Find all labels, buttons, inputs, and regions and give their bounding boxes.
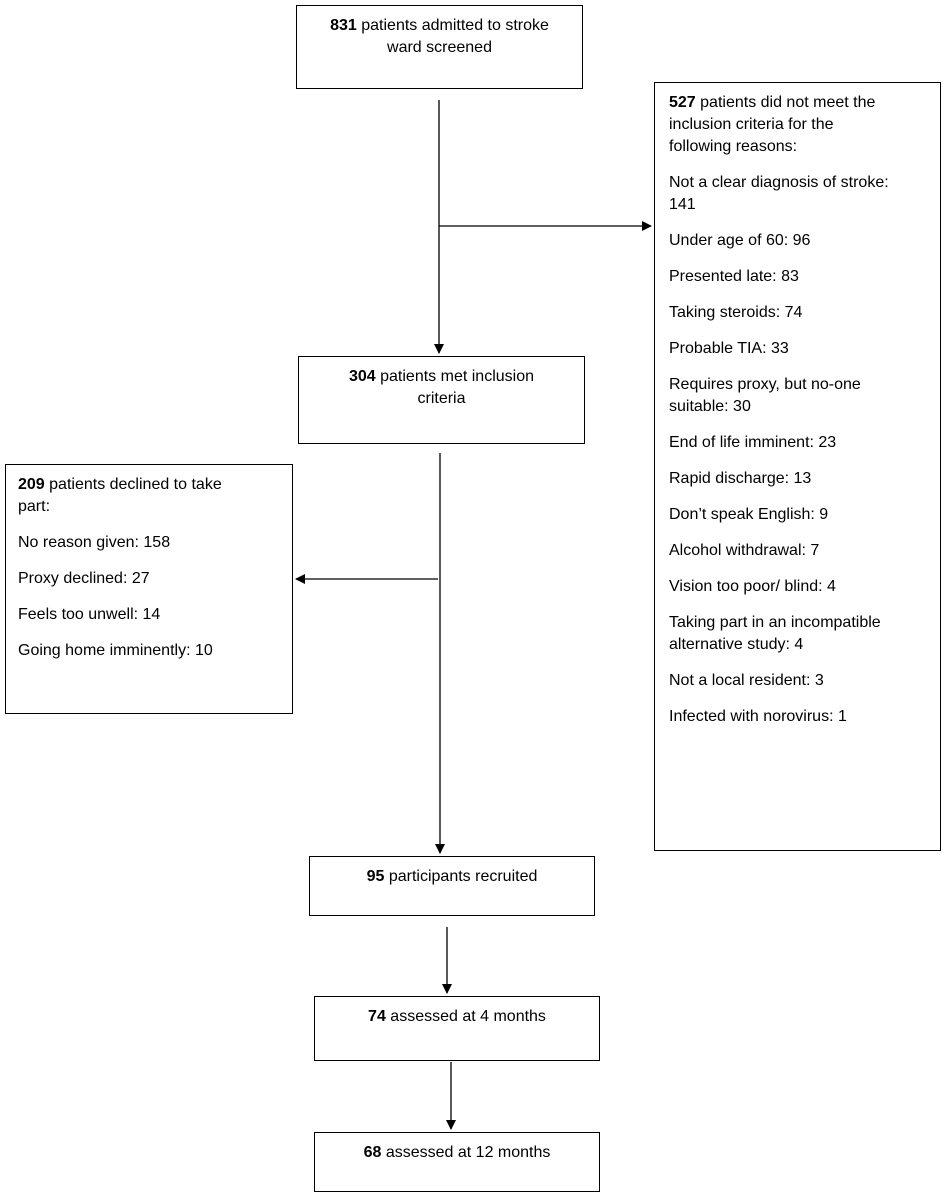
four-month-box: 74 assessed at 4 months — [314, 996, 600, 1061]
excluded-text-3: following reasons: — [669, 138, 798, 155]
twelve-month-text: assessed at 12 months — [381, 1144, 551, 1161]
excluded-reason: Alcohol withdrawal: 7 — [669, 542, 820, 559]
declined-reason: Going home imminently: 10 — [18, 642, 213, 659]
recruited-text: participants recruited — [384, 868, 538, 885]
excluded-reason: Not a local resident: 3 — [669, 672, 824, 689]
declined-box: 209 patients declined to take part: No r… — [5, 464, 293, 714]
screened-count: 831 — [330, 17, 357, 34]
declined-text: patients declined to take — [44, 476, 222, 493]
excluded-reason: Don’t speak English: 9 — [669, 506, 829, 523]
met-text: patients met inclusion — [375, 368, 534, 385]
four-month-text: assessed at 4 months — [385, 1008, 546, 1025]
met-count: 304 — [348, 368, 376, 385]
excluded-count: 527 — [669, 94, 696, 111]
recruited-count: 95 — [366, 868, 385, 885]
excluded-reason: Infected with norovirus: 1 — [669, 708, 847, 725]
declined-reason: Proxy declined: 27 — [18, 570, 150, 587]
excluded-text: patients did not meet the — [695, 94, 876, 111]
excluded-text-2: inclusion criteria for the — [669, 116, 834, 133]
inclusion-met-box: 304 patients met inclusion criteria — [298, 356, 585, 444]
screened-text-2: ward screened — [387, 39, 492, 56]
excluded-reason: Probable TIA: 33 — [669, 340, 789, 357]
four-month-count: 74 — [368, 1008, 386, 1025]
excluded-reason: Vision too poor/ blind: 4 — [669, 578, 836, 595]
excluded-box: 527 patients did not meet the inclusion … — [654, 82, 941, 851]
excluded-reason: Under age of 60: 96 — [669, 232, 811, 249]
declined-count: 209 — [18, 476, 45, 493]
screened-text: patients admitted to stroke — [356, 17, 549, 34]
screened-box: 831 patients admitted to stroke ward scr… — [296, 5, 583, 89]
excluded-reason: Not a clear diagnosis of stroke:141 — [669, 174, 889, 213]
excluded-reason: Rapid discharge: 13 — [669, 470, 812, 487]
excluded-reason: Taking steroids: 74 — [669, 304, 803, 321]
met-text-2: criteria — [417, 390, 466, 407]
excluded-reason: End of life imminent: 23 — [669, 434, 837, 451]
declined-reason: Feels too unwell: 14 — [18, 606, 161, 623]
excluded-reason: Presented late: 83 — [669, 268, 799, 285]
declined-text-2: part: — [18, 498, 51, 515]
declined-reason: No reason given: 158 — [18, 534, 171, 551]
recruited-box: 95 participants recruited — [309, 856, 595, 916]
twelve-month-box: 68 assessed at 12 months — [314, 1132, 600, 1192]
twelve-month-count: 68 — [363, 1144, 382, 1161]
